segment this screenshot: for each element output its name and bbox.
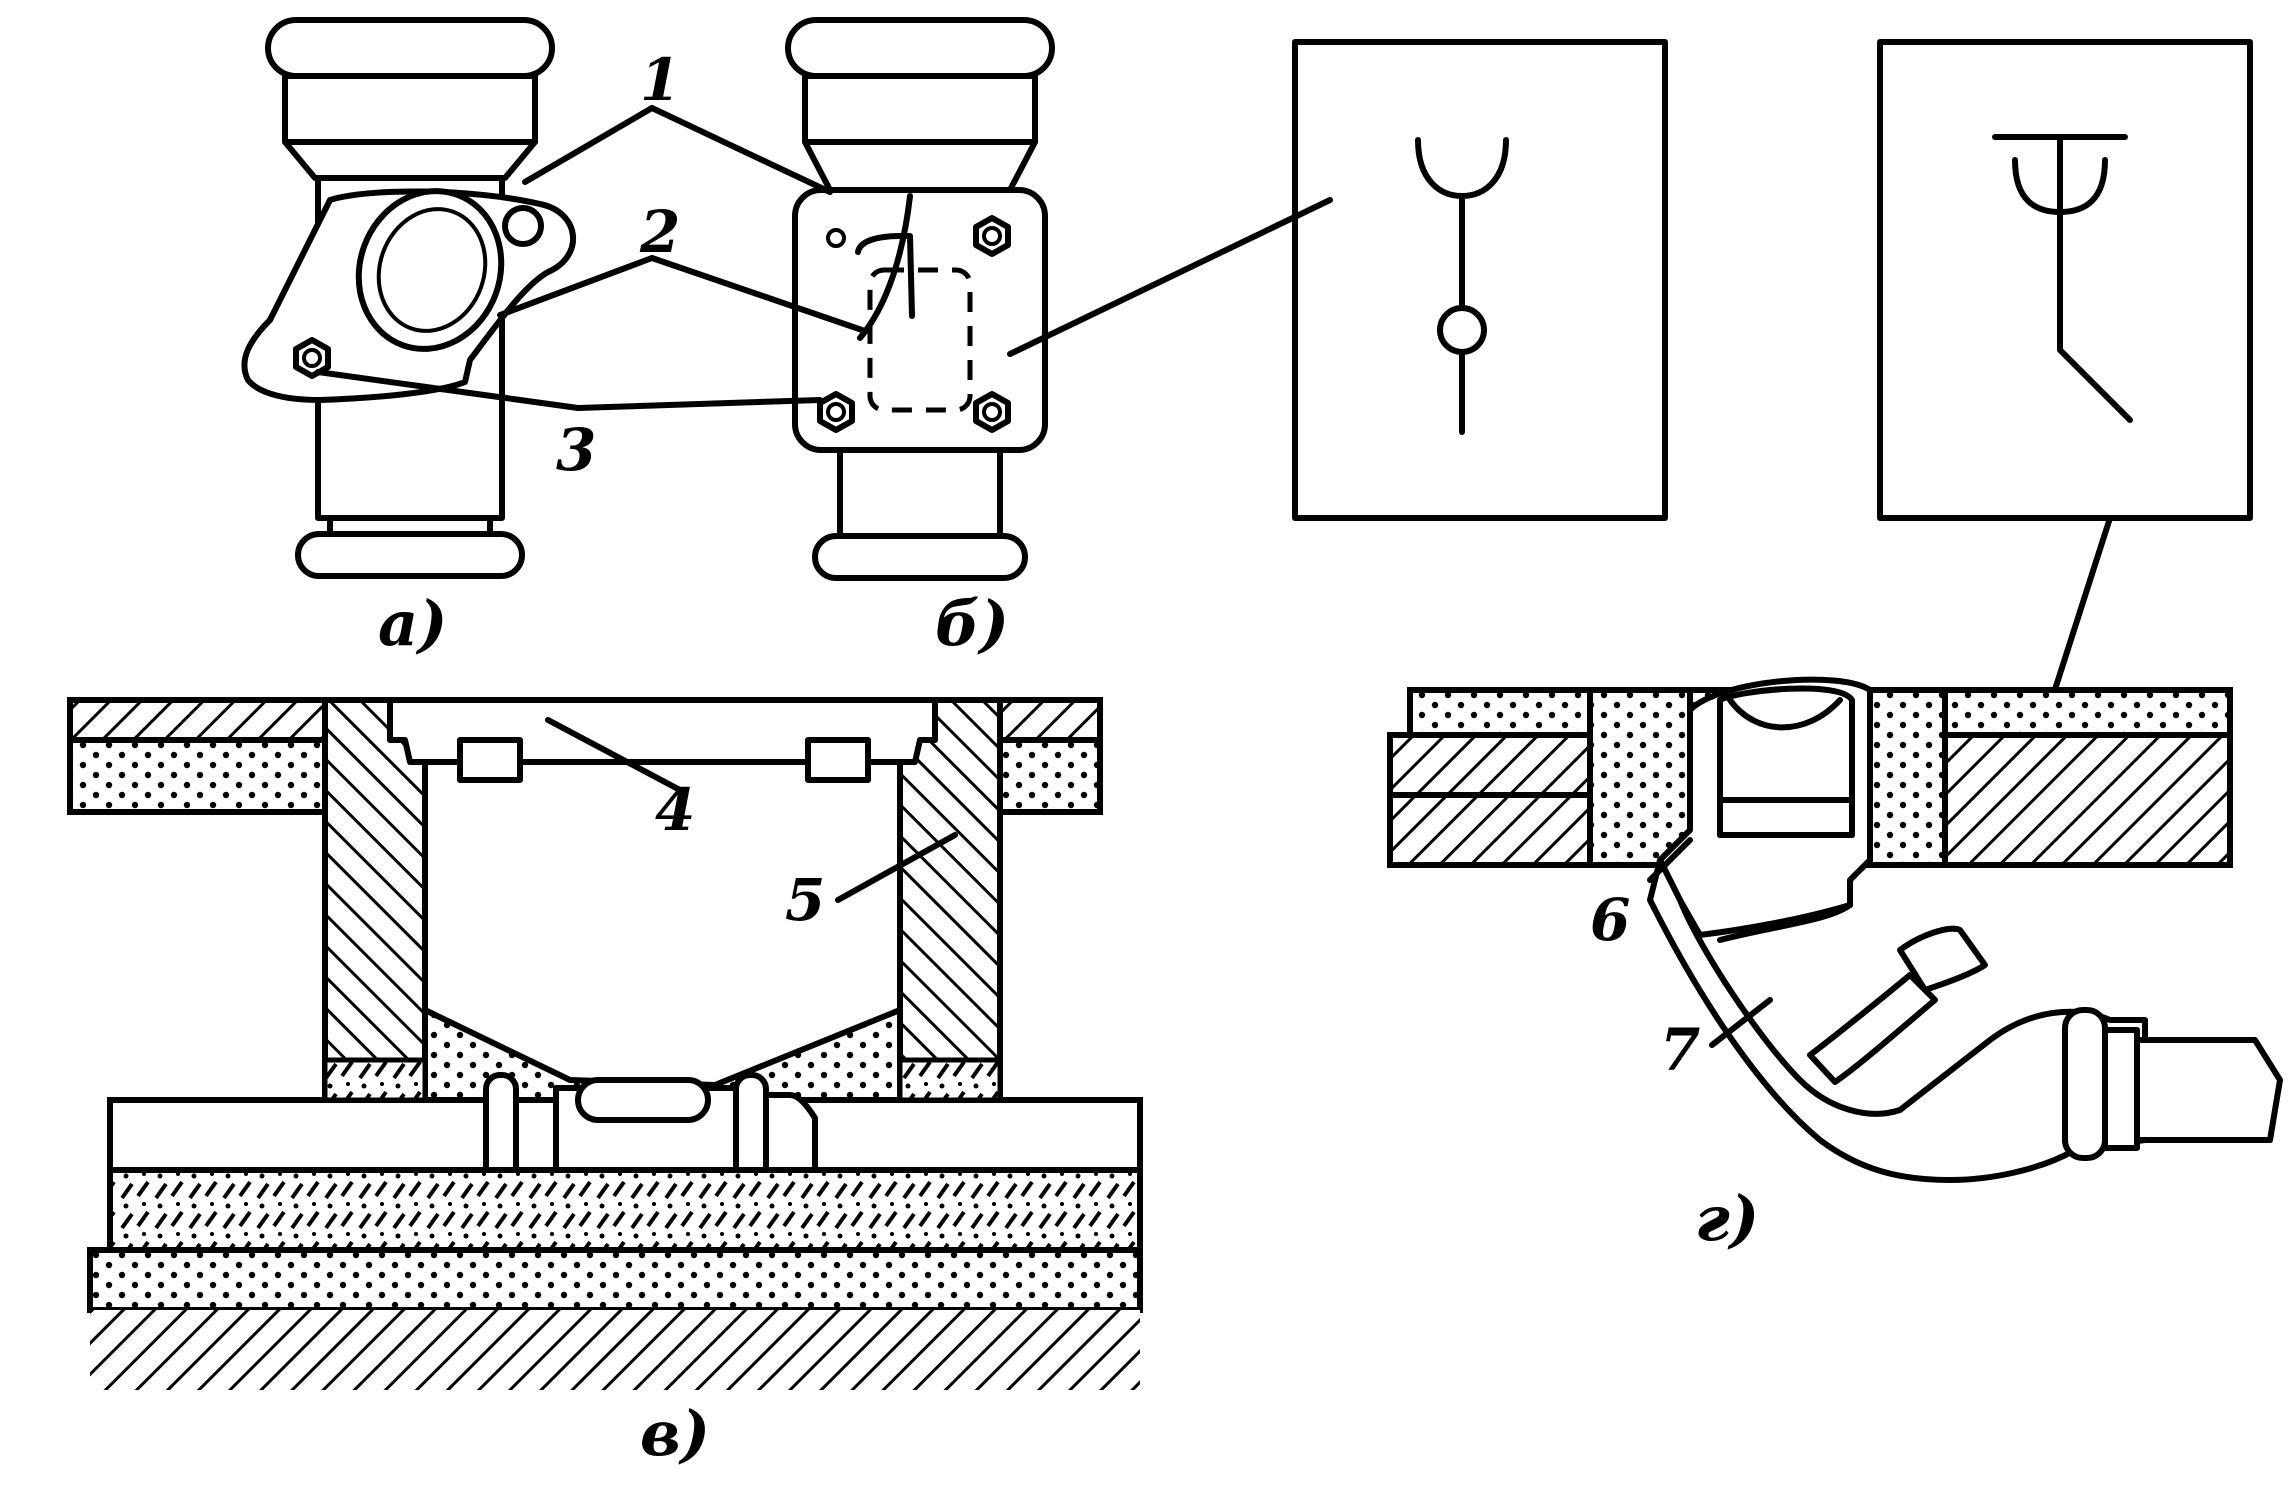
grout-ring-left: [1587, 687, 1693, 868]
revision-fitting-a: [241, 17, 576, 579]
floor-finish-left: [67, 697, 328, 743]
wall-seal-top-right: [897, 1057, 1003, 1103]
wall-seal-top-left: [322, 1057, 428, 1103]
callout-1: 1: [640, 46, 680, 114]
caption-v: в): [640, 1397, 710, 1470]
callout-7: 7: [1660, 1016, 1700, 1084]
callout-6: 6: [1590, 886, 1630, 954]
floor-screed-left: [67, 737, 328, 815]
socket-bottom-neck: [837, 447, 1003, 539]
opening-outline: [855, 233, 915, 319]
cover-lug-right: [805, 737, 871, 783]
symbol-frame: [1292, 39, 1668, 521]
opening-inner-edge: [376, 207, 488, 333]
socket-top-body: [802, 73, 1038, 145]
manhole-cover: [387, 697, 938, 765]
hex-bolt-a: [293, 337, 331, 379]
floor-screed-right: [997, 737, 1103, 815]
caption-b: б): [935, 587, 1009, 660]
socket-top-taper: [282, 139, 538, 181]
drain-pipe-symbol: [2057, 209, 2133, 423]
revision-circle-symbol: [1437, 305, 1487, 355]
leader-7: [1709, 997, 1773, 1048]
callout-4: 4: [655, 776, 695, 844]
outlet-collar: [2062, 1007, 2108, 1161]
ground-soil: [90, 1310, 1140, 1390]
socket-ring-1: [1807, 972, 1938, 1085]
leader-4: [545, 717, 683, 793]
revision-well-section: [67, 697, 1143, 1390]
socket-bottom-rim: [812, 533, 1028, 581]
socket-top-rim: [785, 17, 1055, 79]
elbow-seam: [1717, 902, 1853, 943]
socket-top-rim: [265, 17, 555, 79]
socket-top-taper: [802, 139, 1038, 193]
revision-fitting-b: [785, 17, 1055, 581]
symbol-frame: [1877, 39, 2253, 521]
socket-bottom-rim: [295, 531, 525, 579]
floor-drain-section: [1387, 676, 2283, 1183]
socket-top-body: [282, 73, 538, 145]
caption-a: а): [378, 587, 448, 660]
outlet-neck: [2102, 1027, 2140, 1151]
symbol-box-revision: [1292, 39, 1668, 521]
bolt-hole: [502, 205, 544, 247]
leader-line-g-symbol: [2047, 515, 2113, 708]
symbol-box-drain: [1877, 39, 2253, 521]
caption-g: г): [1695, 1182, 1759, 1255]
hidden-opening-dashed: [867, 267, 973, 413]
callout-2: 2: [639, 198, 680, 266]
outlet-spigot: [2134, 1037, 2283, 1143]
grout-ring-right: [1867, 687, 1948, 868]
leader-lines-top: [315, 105, 865, 411]
leader-6: [1647, 837, 1693, 883]
leader-line-b-symbol: [1007, 197, 1333, 357]
leader-5: [835, 832, 958, 903]
cover-lug-left: [457, 737, 523, 783]
grate-dome: [1727, 697, 1843, 731]
floor-finish-right: [997, 697, 1103, 743]
callout-3: 3: [556, 416, 596, 484]
callout-5: 5: [785, 866, 825, 934]
concrete-base: [107, 1167, 1143, 1253]
sand-bedding: [87, 1247, 1143, 1313]
socket-ring-2: [1897, 925, 1988, 993]
